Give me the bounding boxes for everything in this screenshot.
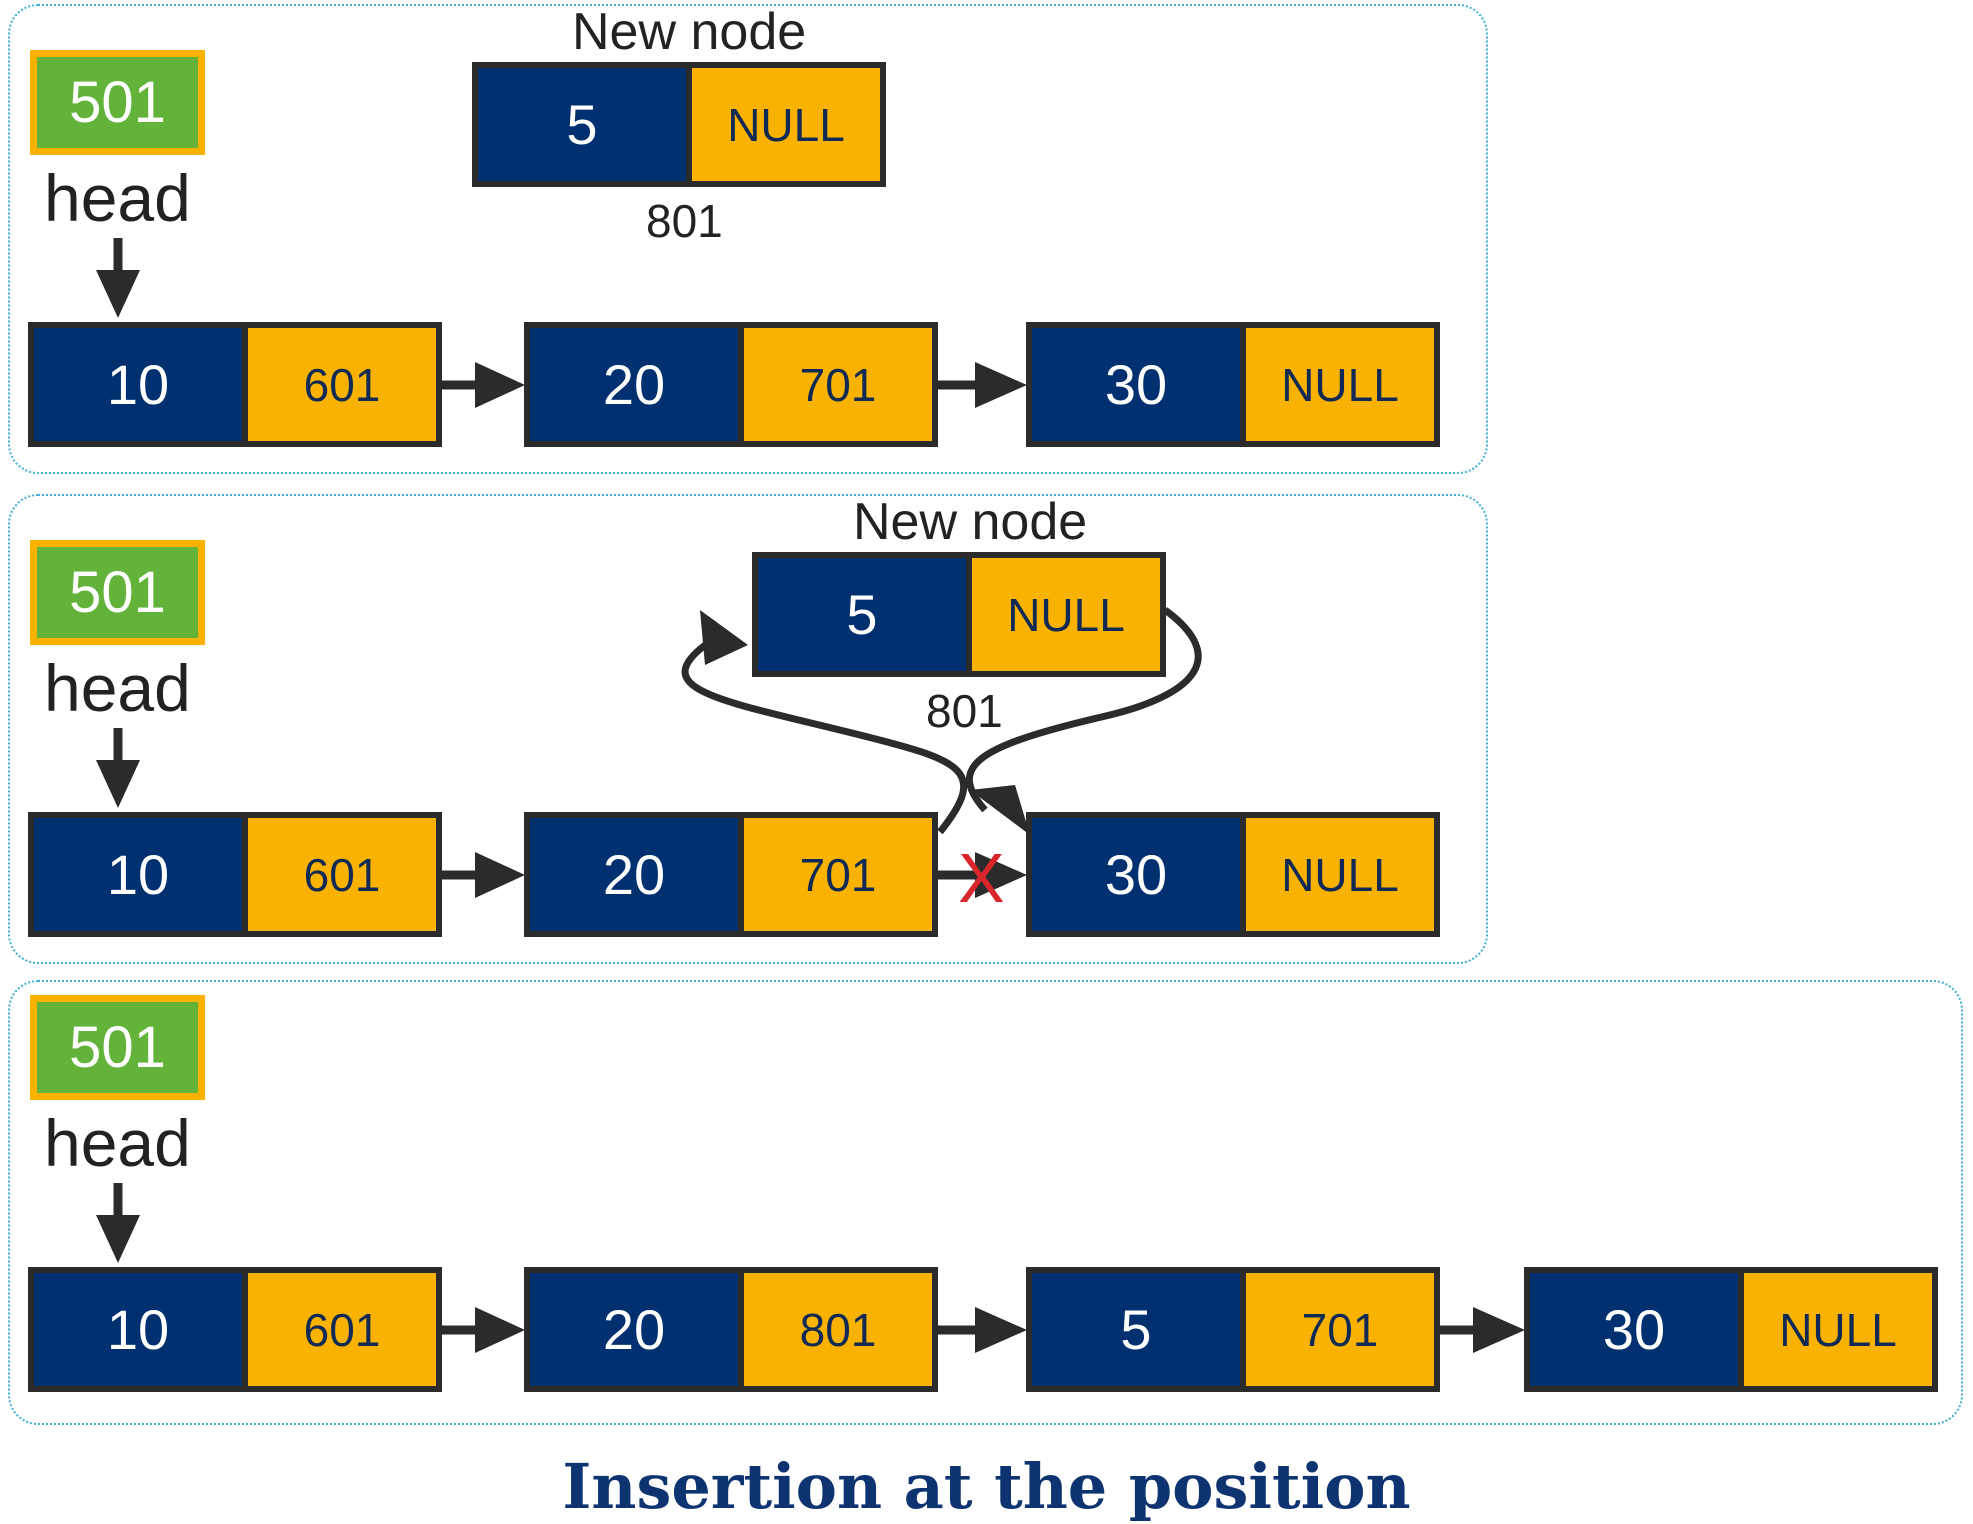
node-data: 30 xyxy=(1032,818,1246,931)
node-next-pointer: NULL xyxy=(972,558,1160,671)
node-next-pointer: 601 xyxy=(248,1273,436,1386)
node-data: 30 xyxy=(1032,328,1246,441)
node-data: 20 xyxy=(530,818,744,931)
list-node: 30 NULL xyxy=(1026,322,1440,447)
node-data: 10 xyxy=(34,1273,248,1386)
node-data: 30 xyxy=(1530,1273,1744,1386)
link-arrow xyxy=(442,362,525,408)
link-arrow xyxy=(442,852,525,898)
head-pointer-box: 501 xyxy=(30,995,205,1100)
node-next-pointer: 801 xyxy=(744,1273,932,1386)
node-next-pointer: NULL xyxy=(1744,1273,1932,1386)
link-to-new-node-curve xyxy=(681,610,968,835)
list-node: 30 NULL xyxy=(1524,1267,1938,1392)
node-next-pointer: 701 xyxy=(744,818,932,931)
node-next-pointer: 701 xyxy=(1246,1273,1434,1386)
node-data: 20 xyxy=(530,1273,744,1386)
node-data: 10 xyxy=(34,328,248,441)
new-node-label: New node xyxy=(572,3,807,61)
list-node: 10 601 xyxy=(28,1267,442,1392)
head-arrow-2 xyxy=(96,728,140,808)
head-label: head xyxy=(44,161,191,235)
node-next-pointer: NULL xyxy=(1246,328,1434,441)
head-pointer-box: 501 xyxy=(30,540,205,645)
head-label: head xyxy=(44,1106,191,1180)
list-node: 20 701 xyxy=(524,812,938,937)
link-arrow xyxy=(1440,1307,1525,1353)
node-next-pointer: 701 xyxy=(744,328,932,441)
node-next-pointer: 601 xyxy=(248,818,436,931)
head-label: head xyxy=(44,651,191,725)
new-node-address: 801 xyxy=(646,195,723,247)
node-data: 5 xyxy=(1032,1273,1246,1386)
node-data: 10 xyxy=(34,818,248,931)
figure-title: Insertion at the position xyxy=(562,1450,1411,1523)
new-node-label: New node xyxy=(853,493,1088,551)
head-arrow-1 xyxy=(96,238,140,318)
panel-during-insertion xyxy=(8,494,1488,964)
new-node: 5 NULL xyxy=(472,62,886,187)
head-pointer-box: 501 xyxy=(30,50,205,155)
node-data: 5 xyxy=(478,68,692,181)
list-node: 5 701 xyxy=(1026,1267,1440,1392)
head-arrow-3 xyxy=(96,1183,140,1263)
node-next-pointer: NULL xyxy=(692,68,880,181)
link-arrow xyxy=(938,362,1027,408)
removed-link-cross: X xyxy=(958,839,1005,917)
list-node: 20 701 xyxy=(524,322,938,447)
new-node-to-30-curve xyxy=(965,607,1202,835)
removed-link-arrow xyxy=(938,852,1027,898)
list-node: 10 601 xyxy=(28,322,442,447)
link-arrow xyxy=(442,1307,525,1353)
link-arrow xyxy=(938,1307,1027,1353)
panel-after-insertion xyxy=(8,980,1963,1425)
new-node-address: 801 xyxy=(926,685,1003,737)
node-next-pointer: NULL xyxy=(1246,818,1434,931)
list-node: 20 801 xyxy=(524,1267,938,1392)
panel-before-insertion xyxy=(8,4,1488,474)
list-node: 30 NULL xyxy=(1026,812,1440,937)
new-node: 5 NULL xyxy=(752,552,1166,677)
node-next-pointer: 601 xyxy=(248,328,436,441)
node-data: 5 xyxy=(758,558,972,671)
list-node: 10 601 xyxy=(28,812,442,937)
node-data: 20 xyxy=(530,328,744,441)
